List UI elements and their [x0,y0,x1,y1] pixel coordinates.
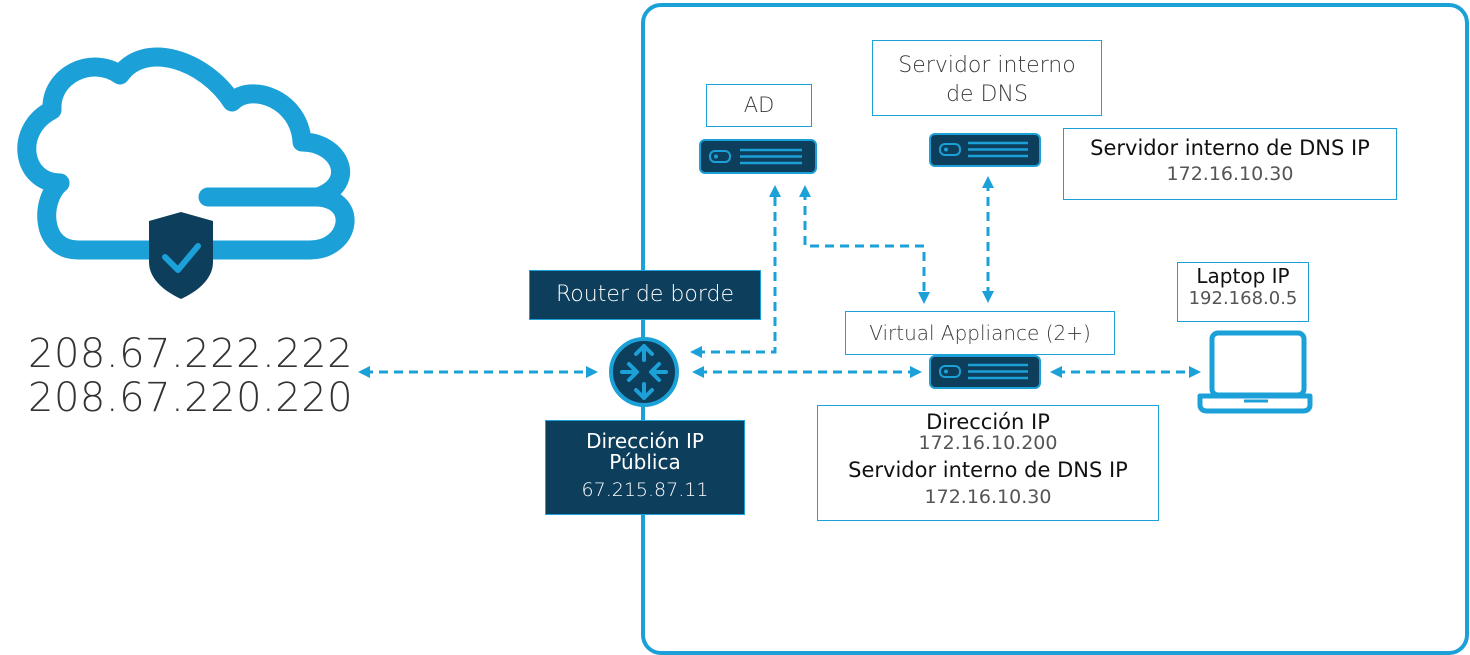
laptop-ip-label: Laptop IP [1196,264,1290,288]
edge-router-label: Router de borde [529,270,761,320]
link-ad-appliance [799,185,930,304]
ad-label: AD [706,84,812,127]
internal-dns-label: Servidor interno de DNS [872,40,1102,116]
appliance-ip-value: 172.16.10.200 [918,432,1058,454]
router-icon [609,337,679,407]
laptop-icon [1197,330,1313,414]
internal-network-boundary [641,3,1469,655]
laptop-ip-box: Laptop IP 192.168.0.5 [1177,262,1309,322]
cloud-dns-ip-1: 208.67.222.222 [28,331,354,377]
ad-server-icon [699,139,817,174]
public-ip-label: Dirección IP Pública [586,429,704,474]
virtual-appliance-label: Virtual Appliance (2+) [845,311,1115,355]
appliance-ip-label: Dirección IP [926,410,1050,434]
link-router-ad [690,185,781,358]
appliance-dns-label: Servidor interno de DNS IP [848,458,1128,482]
virtual-appliance-ip-box: Dirección IP 172.16.10.200 Servidor inte… [817,405,1159,521]
cloud-shield-icon [17,47,355,299]
dns-server-icon [929,133,1041,167]
internal-dns-ip-box: Servidor interno de DNS IP 172.16.10.30 [1063,128,1397,200]
appliance-dns-value: 172.16.10.30 [924,486,1052,508]
internal-dns-ip-label: Servidor interno de DNS IP [1090,136,1370,160]
internal-dns-ip-value: 172.16.10.30 [1166,163,1294,185]
public-ip-value: 67.215.87.11 [581,479,709,501]
public-ip-box: Dirección IP Pública 67.215.87.11 [545,420,745,515]
cloud-dns-ip-2: 208.67.220.220 [28,375,354,421]
laptop-ip-value: 192.168.0.5 [1188,288,1298,309]
virtual-appliance-server-icon [929,355,1041,389]
